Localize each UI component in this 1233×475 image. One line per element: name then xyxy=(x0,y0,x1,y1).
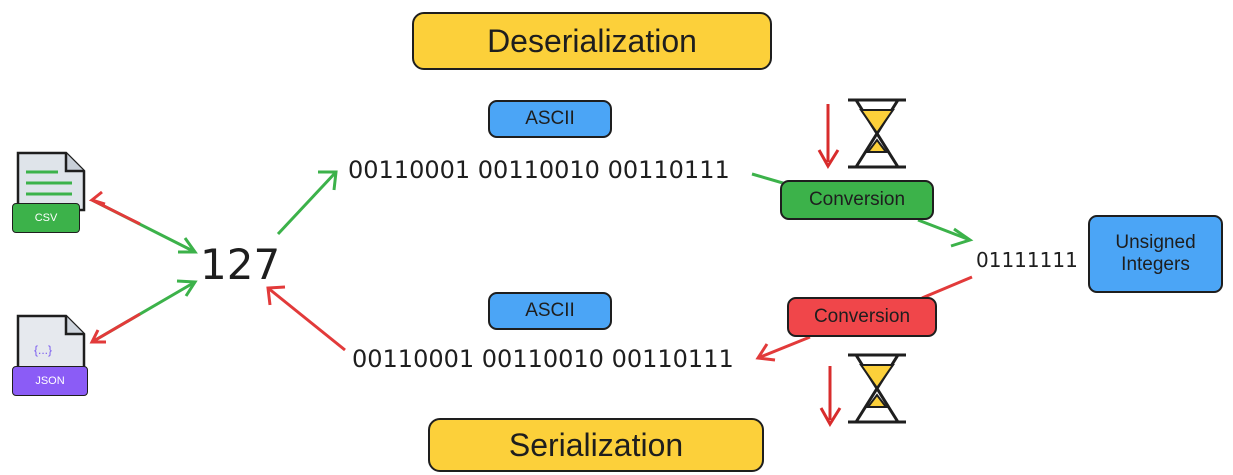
conversion-box-top: Conversion xyxy=(780,180,934,220)
csv-file-label: CSV xyxy=(12,203,80,233)
value-to-top-bits-arrow xyxy=(276,170,338,236)
bottom-bit-string: 00110001 00110010 00110111 xyxy=(352,345,734,373)
conversion-box-bottom: Conversion xyxy=(787,297,937,337)
unsigned-integers-box: Unsigned Integers xyxy=(1088,215,1223,293)
hourglass-icon xyxy=(848,353,906,424)
csv-file-icon xyxy=(16,151,86,212)
deserialization-title: Deserialization xyxy=(412,12,772,70)
json-file-icon xyxy=(16,314,86,374)
serialization-title: Serialization xyxy=(428,418,764,472)
binary-value: 01111111 xyxy=(976,248,1078,272)
json-braces-text: {...} xyxy=(34,343,53,357)
down-arrow-icon xyxy=(819,366,842,427)
ascii-label-bottom: ASCII xyxy=(488,292,612,330)
down-arrow-icon xyxy=(817,104,840,169)
top-bit-string: 00110001 00110010 00110111 xyxy=(348,156,730,184)
json-file-label: JSON xyxy=(12,366,88,396)
bottom-conversion-arrow xyxy=(755,275,973,362)
csv-to-127-arrow xyxy=(88,190,198,254)
hourglass-icon xyxy=(848,98,906,169)
integer-value: 127 xyxy=(200,240,281,289)
bottom-bits-to-value-arrow xyxy=(266,285,346,352)
ascii-label-top: ASCII xyxy=(488,100,612,138)
json-to-127-arrow xyxy=(89,279,198,344)
